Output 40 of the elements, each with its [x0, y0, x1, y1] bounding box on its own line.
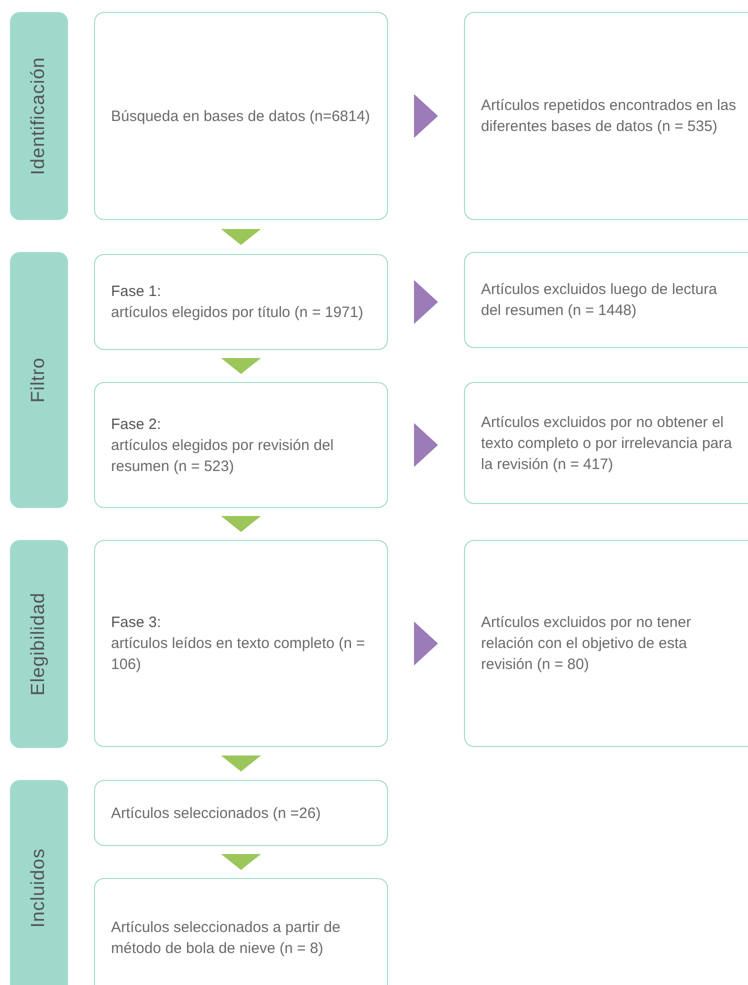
box-text: Artículos repetidos encontrados en las diferentes bases de datos (n = 535) — [481, 96, 738, 137]
box-text: Artículos excluidos luego de lectura del resumen (n = 1448) — [481, 280, 718, 321]
box-text: Artículos excluidos por no obtener el texto completo o por irrelevancia para la revisión (n = 417) — [481, 412, 733, 474]
process-box — [94, 540, 388, 747]
arrow — [221, 516, 261, 532]
arrow — [414, 280, 438, 324]
process-box — [464, 382, 748, 504]
box-text: Búsqueda en bases de datos (n=6814) — [111, 106, 371, 126]
phase-heading: Fase 1: — [111, 282, 162, 302]
arrow — [414, 622, 438, 666]
box-text: Artículos excluidos por no tener relación con el objetivo de esta revisión (n = 80) — [481, 613, 692, 675]
process-box — [464, 252, 748, 348]
process-box — [94, 382, 388, 508]
process-box — [94, 780, 388, 846]
box-text: Artículos seleccionados a partir de método de bola de nieve (n = 8) — [111, 918, 342, 959]
process-box — [464, 12, 748, 220]
stage-label: Elegibilidad — [28, 592, 50, 696]
phase-heading: Fase 2: — [111, 414, 162, 434]
arrow — [221, 229, 261, 245]
process-box — [94, 878, 388, 985]
box-text: artículos elegidos por título (n = 1971) — [111, 303, 364, 323]
stage-band — [10, 252, 68, 508]
stage-band — [10, 780, 68, 985]
arrow — [221, 854, 261, 870]
stage-label: Filtro — [28, 357, 50, 403]
stage-label: Incluidos — [28, 848, 50, 928]
arrow — [221, 756, 261, 772]
stage-label: Identificación — [28, 57, 50, 175]
stage-band — [10, 12, 68, 220]
box-text: artículos elegidos por revisión del resumen (n = 523) — [111, 436, 335, 476]
stage-band — [10, 540, 68, 748]
box-text: Artículos seleccionados (n =26) — [111, 804, 322, 824]
phase-heading: Fase 3: — [111, 613, 162, 633]
arrow — [221, 358, 261, 374]
box-text: artículos leídos en texto completo (n = 106) — [111, 634, 366, 675]
arrow — [414, 423, 438, 467]
arrow — [414, 94, 438, 138]
process-box — [94, 254, 388, 350]
process-box — [464, 540, 748, 747]
process-box — [94, 12, 388, 220]
